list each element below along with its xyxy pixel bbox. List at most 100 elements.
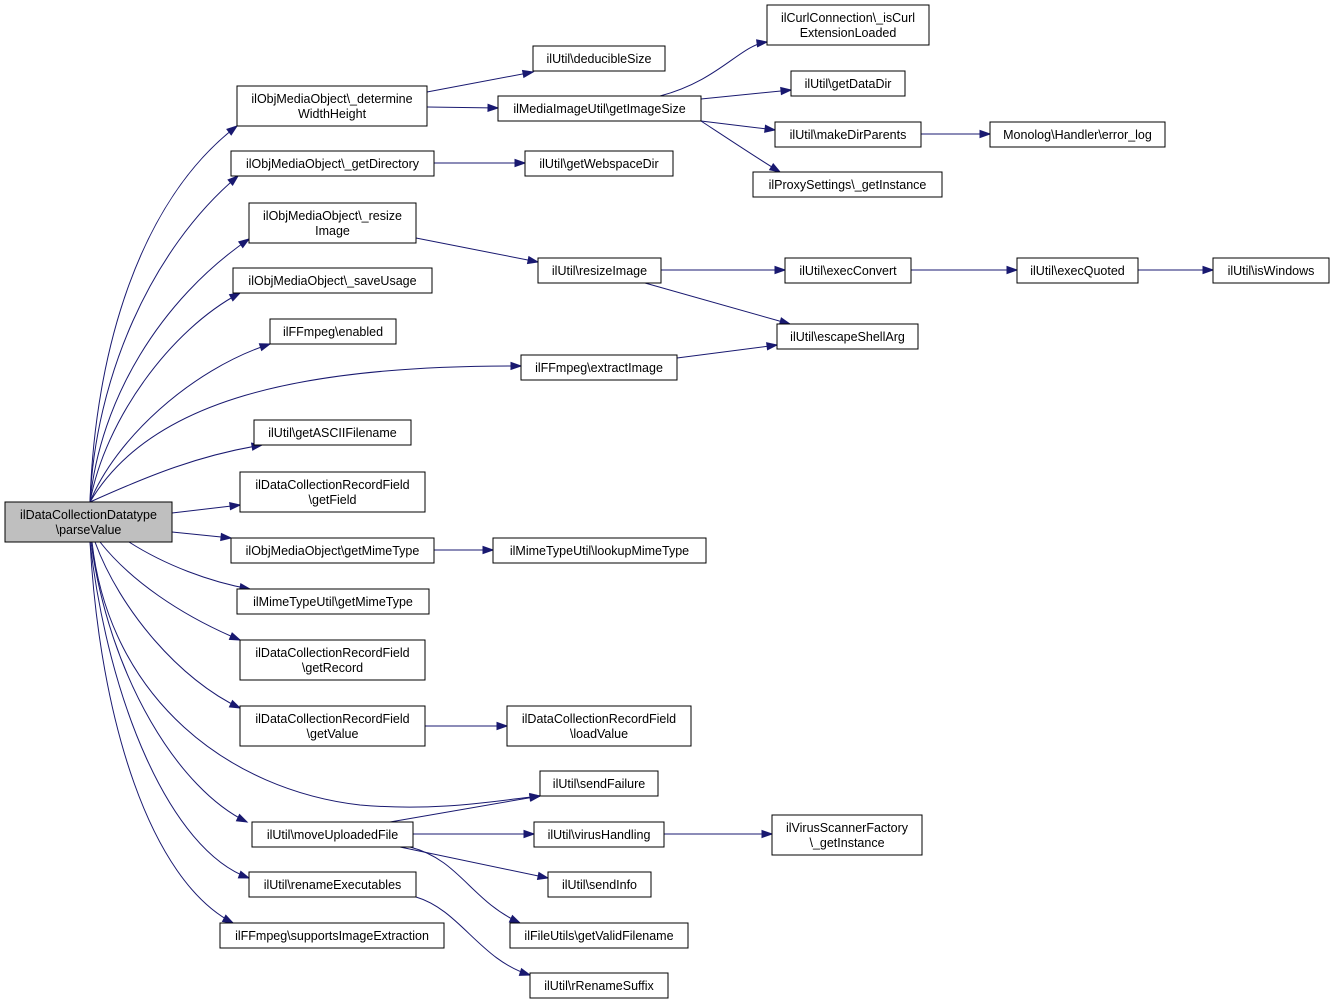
arrowhead-icon — [228, 632, 242, 641]
node-resizeImageU[interactable]: ilUtil\resizeImage — [537, 257, 662, 284]
node-getDataDir[interactable]: ilUtil\getDataDir — [790, 70, 906, 97]
node-label: ilObjMediaObject\getMimeType — [246, 544, 420, 558]
node-label: \getRecord — [302, 661, 363, 675]
edge-line — [399, 846, 549, 879]
node-box — [239, 639, 426, 681]
node-box — [771, 814, 923, 856]
node-box — [509, 922, 689, 949]
edge-line — [89, 343, 271, 503]
node-label: \loadValue — [570, 727, 628, 741]
arrowhead-icon — [220, 532, 233, 542]
node-label: ilUtil\execQuoted — [1030, 264, 1125, 278]
node-label: ilUtil\isWindows — [1228, 264, 1315, 278]
node-rfGetField[interactable]: ilDataCollectionRecordField\getField — [239, 471, 426, 513]
node-saveUsage[interactable]: ilObjMediaObject\_saveUsage — [232, 267, 433, 294]
arrowhead-icon — [510, 361, 523, 371]
edge-rfGetValue-to-loadValue — [425, 721, 509, 731]
node-webspaceDir[interactable]: ilUtil\getWebspaceDir — [524, 150, 674, 177]
node-box — [230, 150, 435, 177]
node-moGetMime[interactable]: ilObjMediaObject\getMimeType — [230, 537, 435, 564]
node-box — [776, 323, 919, 350]
node-errorLog[interactable]: Monolog\Handler\error_log — [989, 121, 1166, 148]
node-getDirectory[interactable]: ilObjMediaObject\_getDirectory — [230, 150, 435, 177]
node-moveUploaded[interactable]: ilUtil\moveUploadedFile — [251, 821, 414, 848]
arrowhead-icon — [761, 829, 774, 839]
node-box — [533, 821, 665, 848]
node-label: ilMimeTypeUtil\getMimeType — [253, 595, 413, 609]
edge-line — [128, 541, 251, 590]
node-resizeImageMO[interactable]: ilObjMediaObject\_resizeImage — [248, 202, 417, 244]
edge-line — [99, 541, 241, 641]
arrowhead-icon — [258, 343, 272, 352]
edge-parseValue-to-rfGetField — [171, 502, 242, 514]
node-label: ilUtil\rRenameSuffix — [544, 979, 654, 993]
edge-line — [700, 89, 792, 100]
node-asciiFilename[interactable]: ilUtil\getASCIIFilename — [253, 419, 412, 446]
edge-getImageSize-to-makeDirParents — [700, 120, 777, 133]
node-loadValue[interactable]: ilDataCollectionRecordField\loadValue — [506, 705, 692, 747]
arrowhead-icon — [226, 125, 239, 136]
node-box — [253, 419, 412, 446]
edge-line — [89, 365, 522, 503]
edge-getImageSize-to-curlExt — [659, 39, 769, 97]
node-label: ilFFmpeg\supportsImageExtraction — [235, 929, 429, 943]
node-box — [497, 95, 702, 122]
node-ffEnabled[interactable]: ilFFmpeg\enabled — [269, 318, 397, 345]
node-ffExtract[interactable]: ilFFmpeg\extractImage — [520, 354, 678, 381]
node-label: ilDataCollectionRecordField — [255, 478, 409, 492]
edge-line — [90, 541, 248, 823]
arrowhead-icon — [228, 699, 242, 709]
edge-parseValue-to-saveUsage — [89, 292, 242, 503]
node-escapeShell[interactable]: ilUtil\escapeShellArg — [776, 323, 919, 350]
node-label: ilMediaImageUtil\getImageSize — [513, 102, 685, 116]
node-proxyInst[interactable]: ilProxySettings\_getInstance — [752, 171, 943, 198]
node-label: ExtensionLoaded — [800, 26, 897, 40]
arrowhead-icon — [780, 86, 793, 96]
node-parseValue[interactable]: ilDataCollectionDatatype\parseValue — [4, 501, 173, 543]
node-execQuoted[interactable]: ilUtil\execQuoted — [1016, 257, 1139, 284]
node-box — [230, 537, 435, 564]
node-sendInfo[interactable]: ilUtil\sendInfo — [547, 871, 652, 898]
node-sendFailure[interactable]: ilUtil\sendFailure — [539, 770, 659, 797]
node-box — [4, 501, 173, 543]
node-execConvert[interactable]: ilUtil\execConvert — [784, 257, 912, 284]
edge-line — [91, 541, 541, 808]
edge-virusHandling-to-virusScanner — [664, 829, 774, 839]
node-virusHandling[interactable]: ilUtil\virusHandling — [533, 821, 665, 848]
node-label: ilUtil\makeDirParents — [790, 128, 907, 142]
arrowhead-icon — [1202, 265, 1215, 275]
node-label: ilUtil\getWebspaceDir — [539, 157, 658, 171]
node-renameSuffix[interactable]: ilUtil\rRenameSuffix — [529, 972, 669, 999]
node-rfGetRecord[interactable]: ilDataCollectionRecordField\getRecord — [239, 639, 426, 681]
node-box — [774, 121, 922, 148]
arrowhead-icon — [979, 129, 992, 139]
edge-line — [409, 846, 521, 924]
node-box — [236, 85, 428, 127]
node-deducible[interactable]: ilUtil\deducibleSize — [532, 45, 666, 72]
node-getImageSize[interactable]: ilMediaImageUtil\getImageSize — [497, 95, 702, 122]
edge-parseValue-to-asciiFilename — [89, 442, 264, 503]
node-virusScanner[interactable]: ilVirusScannerFactory\_getInstance — [771, 814, 923, 856]
node-lookupMime[interactable]: ilMimeTypeUtil\lookupMimeType — [492, 537, 707, 564]
edge-parseValue-to-rfGetValue — [94, 541, 242, 709]
node-box — [784, 257, 912, 284]
node-label: ilUtil\sendFailure — [553, 777, 645, 791]
node-label: ilDataCollectionRecordField — [255, 712, 409, 726]
node-ffSupports[interactable]: ilFFmpeg\supportsImageExtraction — [219, 922, 445, 949]
node-label: ilProxySettings\_getInstance — [769, 178, 927, 192]
edge-renameExec-to-renameSuffix — [415, 896, 532, 976]
arrowhead-icon — [229, 502, 242, 511]
node-validFilename[interactable]: ilFileUtils\getValidFilename — [509, 922, 689, 949]
node-label: \parseValue — [56, 523, 122, 537]
node-box — [766, 4, 930, 46]
node-makeDirParents[interactable]: ilUtil\makeDirParents — [774, 121, 922, 148]
node-mtuGetMime[interactable]: ilMimeTypeUtil\getMimeType — [236, 588, 430, 615]
node-renameExec[interactable]: ilUtil\renameExecutables — [248, 871, 417, 898]
node-rfGetValue[interactable]: ilDataCollectionRecordField\getValue — [239, 705, 426, 747]
edge-resizeImageU-to-execConvert — [661, 265, 787, 275]
edge-line — [415, 896, 531, 976]
node-isWindows[interactable]: ilUtil\isWindows — [1212, 257, 1330, 284]
